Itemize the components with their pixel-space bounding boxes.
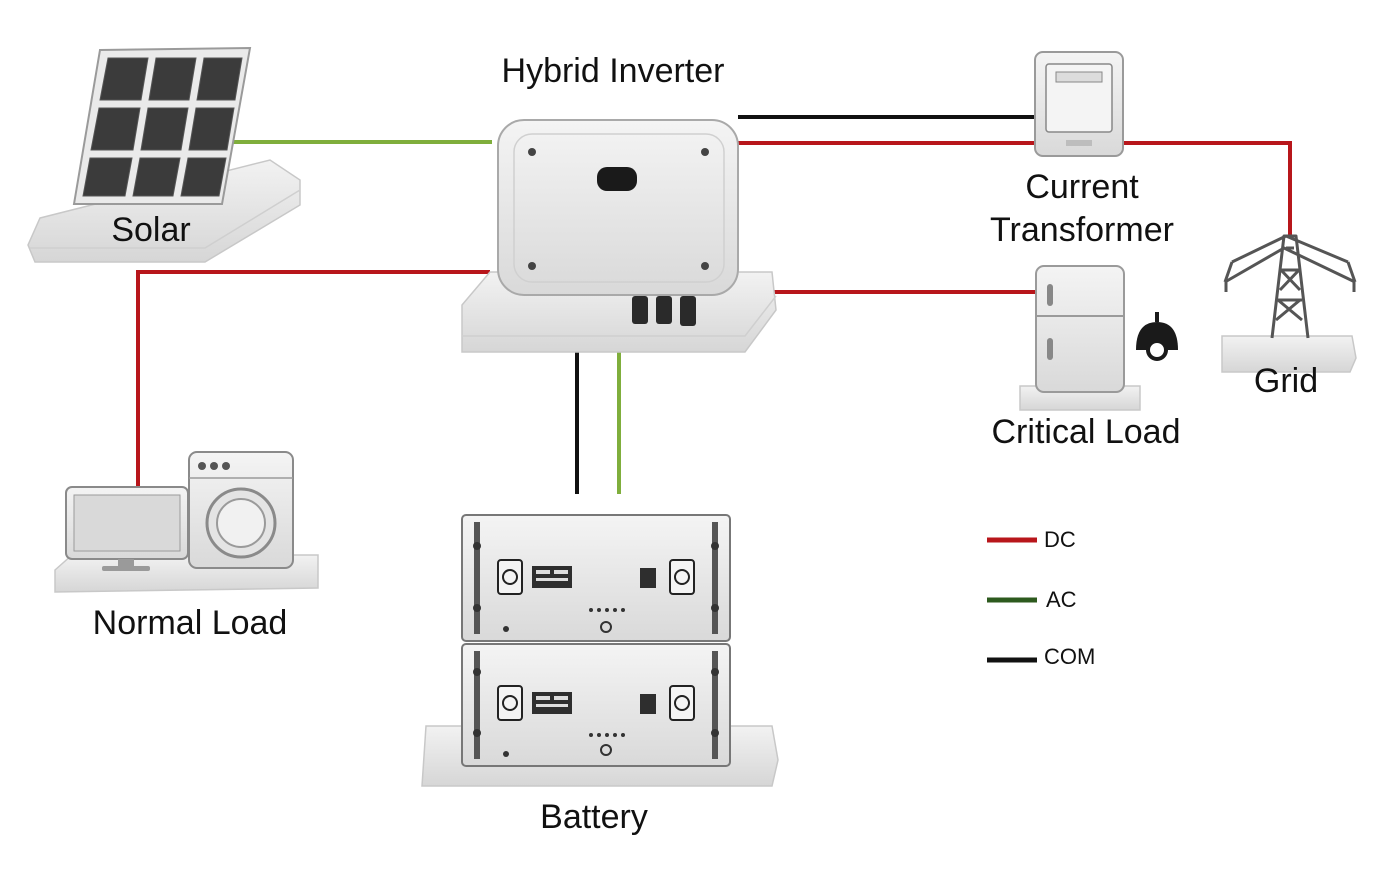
battery-label: Battery <box>540 798 648 836</box>
critical-load-icon <box>1019 265 1178 411</box>
normal-load-label: Normal Load <box>92 604 288 642</box>
solar-label: Solar <box>111 211 191 249</box>
wire-inverter-grid <box>738 141 1292 238</box>
legend-label-com: COM <box>1044 644 1096 669</box>
washing-machine-icon <box>188 451 294 569</box>
normal-load-icon <box>54 451 319 593</box>
legend-label-dc: DC <box>1044 527 1076 552</box>
monitor-icon <box>65 486 189 571</box>
critical-load-label: Critical Load <box>991 413 1181 451</box>
legend <box>987 537 1037 663</box>
current-transformer-label-line1: Current <box>1025 168 1139 206</box>
current-transformer-label-line2: Transformer <box>990 211 1174 249</box>
solar-panel-icon <box>27 46 301 263</box>
hybrid-inverter-label: Hybrid Inverter <box>501 52 725 90</box>
hybrid-inverter-icon <box>461 119 777 353</box>
legend-label-ac: AC <box>1046 587 1077 612</box>
battery-module-top <box>461 514 731 642</box>
grid-label: Grid <box>1253 362 1319 400</box>
wire-inverter-normal-load <box>136 270 490 487</box>
current-transformer-icon <box>1034 51 1124 157</box>
battery-module-bottom <box>461 643 731 767</box>
grid-tower-icon <box>1221 234 1357 373</box>
battery-icon <box>421 514 779 787</box>
light-bulb-icon <box>1136 312 1178 361</box>
